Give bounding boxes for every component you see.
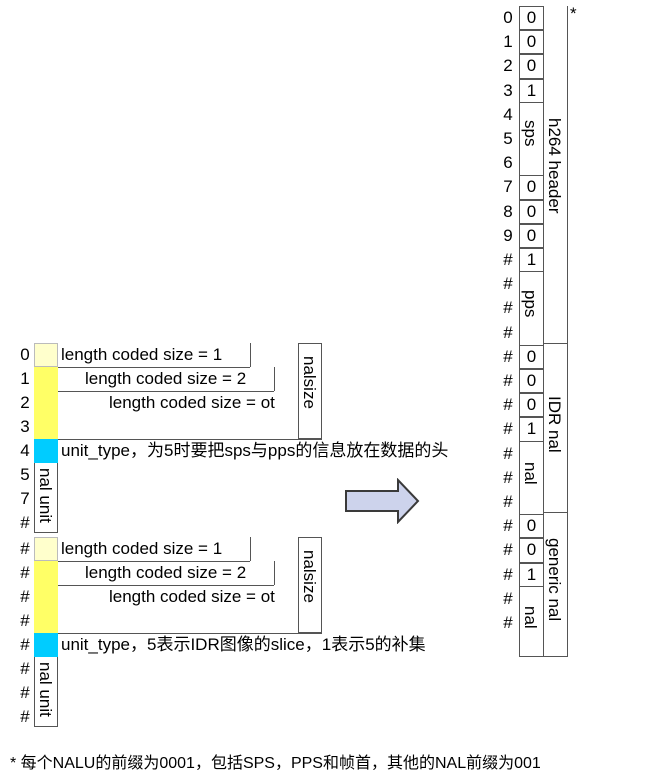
pps-label: pps	[521, 290, 540, 318]
length-row-3: length coded size = ot	[109, 587, 275, 606]
row-index: #	[20, 659, 30, 678]
bit-cell: 0	[519, 344, 544, 369]
row-index: #	[503, 540, 513, 560]
row-index: #	[503, 516, 513, 536]
row-index: #	[20, 539, 30, 558]
row-index: #	[503, 467, 513, 487]
row-index: 7	[503, 177, 513, 197]
row-index: #	[20, 635, 30, 654]
bit-cell: 0	[519, 369, 544, 394]
footnote: * 每个NALU的前缀为0001，包括SPS，PPS和帧首，其他的NAL前缀为0…	[10, 755, 541, 772]
unit-type-text: unit_type，5表示IDR图像的slice，1表示5的补集	[61, 635, 426, 654]
row-index: #	[503, 564, 513, 584]
row-index: #	[503, 613, 513, 632]
row-index: #	[503, 492, 513, 511]
row-index: 7	[20, 489, 30, 508]
bit-cell: 0	[519, 393, 544, 418]
nal-unit-label: nal unit	[36, 662, 55, 717]
row-index: #	[503, 443, 513, 463]
row-index: #	[503, 588, 513, 608]
bit-cell: 0	[519, 538, 544, 563]
length-row-2: length coded size = 2	[85, 563, 247, 582]
length-row-2: length coded size = 2	[85, 369, 247, 388]
row-index: #	[20, 611, 30, 630]
row-index: #	[503, 274, 513, 294]
yellow-cell	[34, 367, 58, 439]
generic-nal-label: generic nal	[545, 538, 564, 622]
row-index: 0	[503, 8, 513, 27]
nalsize-label: nalsize	[300, 550, 319, 603]
bit-cell: 1	[519, 248, 544, 273]
row-index: 3	[20, 417, 30, 436]
cyan-cell	[34, 439, 58, 463]
row-index: 1	[20, 369, 30, 388]
row-index: #	[503, 395, 513, 415]
bit-cell: 0	[519, 6, 544, 31]
idr-nal-label: IDR nal	[545, 396, 564, 453]
row-index: 5	[20, 465, 30, 484]
row-index: #	[503, 298, 513, 318]
row-index: #	[503, 322, 513, 342]
nal-label-1: nal	[521, 462, 540, 485]
nal-unit-label: nal unit	[36, 468, 55, 523]
row-index: #	[20, 587, 30, 606]
length-row-3: length coded size = ot	[109, 393, 275, 412]
row-index: #	[503, 419, 513, 439]
row-index: 5	[503, 129, 513, 148]
row-index: #	[20, 513, 30, 532]
row-index: 4	[20, 441, 30, 460]
bit-cell: 0	[519, 54, 544, 79]
nal-label-2: nal	[521, 606, 540, 629]
sps-label: sps	[521, 120, 540, 147]
unit-type-text: unit_type，为5时要把sps与pps的信息放在数据的头	[61, 441, 449, 460]
length-row-1: length coded size = 1	[61, 345, 223, 364]
row-index: #	[20, 563, 30, 582]
cream-cell	[34, 537, 58, 561]
yellow-cell	[34, 561, 58, 633]
asterisk-mark: *	[570, 4, 577, 23]
nalsize-label: nalsize	[300, 356, 319, 409]
h264-header-label: h264 header	[545, 118, 564, 214]
bit-cell: 0	[519, 30, 544, 55]
row-index: 6	[503, 153, 513, 173]
bit-cell: 1	[519, 562, 544, 587]
bit-cell: 0	[519, 223, 544, 248]
bit-cell: 1	[519, 417, 544, 442]
cyan-cell	[34, 633, 58, 657]
right-arrow-icon	[345, 478, 420, 524]
row-index: 8	[503, 201, 513, 221]
bit-cell: 0	[519, 514, 544, 539]
row-index: 3	[503, 80, 513, 100]
row-index: #	[503, 250, 513, 269]
bit-cell: 0	[519, 175, 544, 200]
row-index: 4	[503, 104, 513, 124]
nal-unit-column	[34, 463, 58, 533]
row-index: #	[503, 346, 513, 366]
nal-unit-column	[34, 657, 58, 727]
row-index: 1	[503, 32, 513, 52]
row-index: 2	[503, 56, 513, 76]
nalsize-box	[298, 537, 322, 633]
row-index: 0	[20, 345, 30, 364]
row-index: #	[503, 371, 513, 390]
row-index: #	[20, 707, 30, 726]
cream-cell	[34, 343, 58, 367]
bit-cell: 1	[519, 78, 544, 103]
row-index: #	[20, 683, 30, 702]
length-row-1: length coded size = 1	[61, 539, 223, 558]
row-index: 9	[503, 225, 513, 245]
row-index: 2	[20, 393, 30, 412]
bit-cell: 0	[519, 199, 544, 224]
nalsize-box	[298, 343, 322, 439]
